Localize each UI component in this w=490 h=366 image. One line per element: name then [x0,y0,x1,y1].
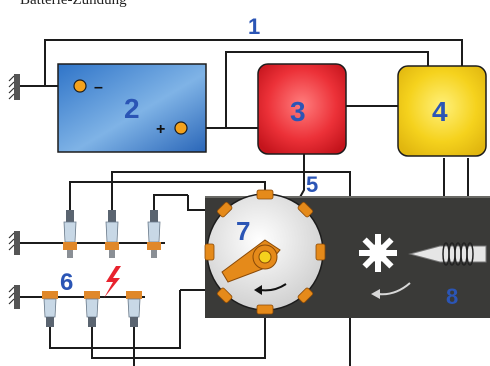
label-6: 6 [60,269,73,296]
ignition-coil [257,63,347,155]
ground-symbol-plugs-bottom [8,285,30,309]
battery-plus-terminal [174,121,188,135]
label-4: 4 [432,96,448,127]
sensor-coil-icon [408,242,487,266]
label-2: 2 [124,93,140,124]
ground-symbol-plugs-top [8,231,30,255]
spark-plug-icon [146,209,162,259]
battery-minus-terminal [73,79,87,93]
label-3: 3 [290,96,306,127]
control-module [397,65,487,157]
spark-plug-icon [125,290,143,328]
battery-plus-sign: + [156,121,165,138]
label-1: 1 [248,14,260,39]
battery-minus-sign: – [94,79,103,96]
rotor-arm-icon [221,239,281,283]
header-text: Batterie-Zündung [20,0,127,8]
wheel-rotation-arrow-icon [377,282,411,296]
spark-plug-icon [83,290,101,328]
label-7: 7 [236,216,250,246]
ground-symbol-battery [8,74,30,100]
battery: – + [57,63,207,153]
label-5: 5 [306,172,318,197]
trigger-wheel-icon [359,234,397,272]
spark-plug-icon [104,209,120,259]
spark-plug-icon [41,290,59,328]
distributor-cap [204,189,326,315]
spark-bolt-icon [104,266,121,298]
label-8: 8 [446,284,458,309]
rotation-arrow-icon [259,283,287,292]
spark-plug-icon [62,209,78,259]
